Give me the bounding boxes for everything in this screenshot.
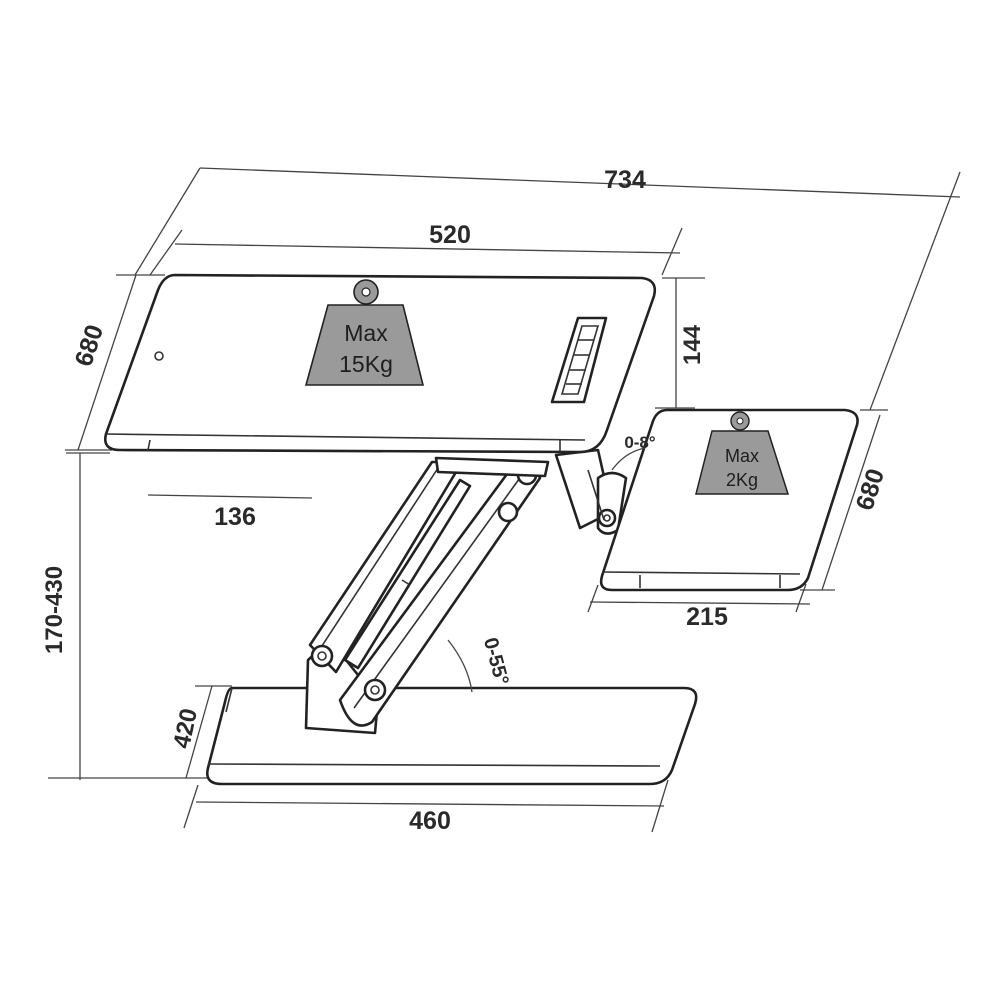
arm-angle-label: 0-55°	[479, 635, 513, 687]
dimension-136: 136	[147, 494, 313, 531]
weight-tray-line1: Max	[725, 446, 759, 466]
dimension-734-label: 734	[604, 166, 646, 194]
weight-top-line1: Max	[344, 320, 388, 346]
dimension-520: 520	[149, 221, 683, 276]
dimension-460-label: 460	[409, 807, 451, 835]
dimension-215: 215	[587, 583, 811, 631]
dimension-680-top-label: 680	[70, 321, 110, 369]
base-plate	[206, 686, 698, 786]
weight-top-line2: 15Kg	[339, 351, 393, 377]
tray-angle-annotation: 0-8°	[611, 433, 656, 471]
dimension-420: 420	[168, 685, 232, 779]
arm-angle-annotation: 0-55°	[447, 635, 513, 693]
dimension-144: 144	[655, 277, 706, 409]
dimension-215-label: 215	[686, 603, 728, 631]
cable-hole-icon	[154, 351, 164, 361]
weight-top-icon: Max 15Kg	[304, 279, 425, 386]
dimension-734: 734	[134, 166, 961, 411]
lift-arm	[304, 456, 550, 735]
keyboard-tray	[599, 408, 859, 592]
weight-tray-icon: Max 2Kg	[695, 411, 790, 495]
dimension-136-label: 136	[214, 503, 256, 531]
dimension-460: 460	[183, 779, 669, 835]
tray-hinge	[554, 448, 628, 535]
weight-tray-line2: 2Kg	[726, 470, 758, 490]
dimension-520-label: 520	[429, 221, 471, 249]
handle-slot	[550, 316, 608, 404]
dimension-420-label: 420	[168, 706, 203, 751]
dimension-height-label: 170-430	[41, 566, 68, 654]
dimension-height: 170-430	[41, 452, 215, 780]
tray-angle-label: 0-8°	[624, 433, 656, 452]
dimension-144-label: 144	[679, 324, 706, 365]
dimension-680-tray-label: 680	[851, 465, 891, 513]
